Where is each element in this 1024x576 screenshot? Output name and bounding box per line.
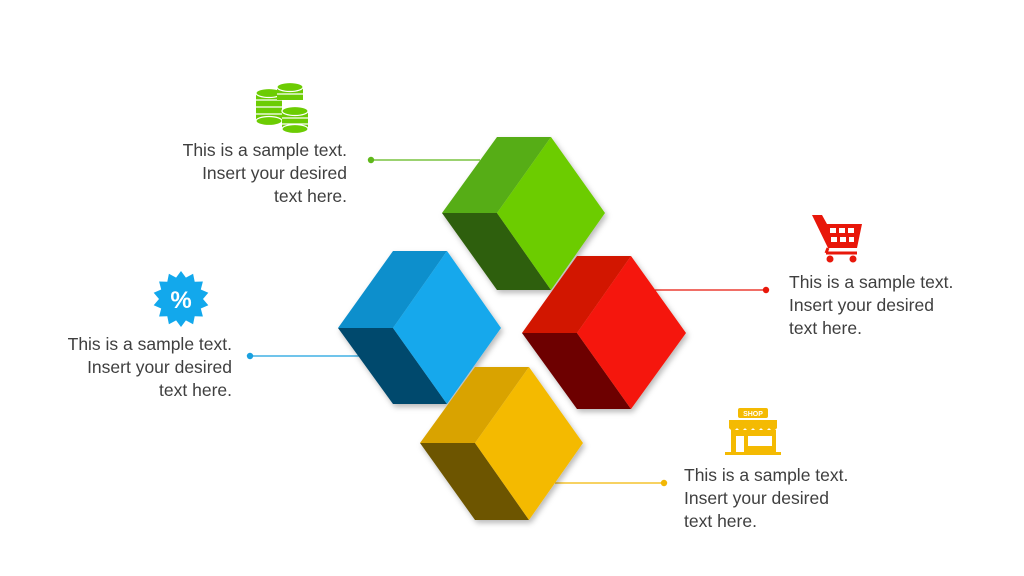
callout-line: Insert your desired [202, 163, 347, 183]
callout-line: This is a sample text. [684, 465, 849, 485]
callout-line: text here. [159, 380, 232, 400]
callout-line: text here. [684, 511, 757, 531]
cube-blue [338, 251, 501, 404]
shop-icon: SHOP [725, 408, 781, 455]
connector-green [367, 156, 480, 164]
cube-green [442, 137, 605, 290]
percent-symbol: % [170, 287, 191, 314]
shop-sign-text: SHOP [743, 411, 763, 418]
callout-text-blue: This is a sample text. Insert your desir… [31, 333, 232, 402]
callout-line: Insert your desired [684, 488, 829, 508]
connector-blue [246, 352, 360, 360]
cube-red [522, 256, 686, 409]
callout-line: This is a sample text. [789, 272, 954, 292]
connector-red [655, 286, 770, 294]
cube-yellow [420, 367, 583, 520]
callout-text-yellow: This is a sample text. Insert your desir… [684, 464, 894, 533]
callout-text-green: This is a sample text. Insert your desir… [146, 139, 347, 208]
shopping-cart-icon [812, 215, 862, 263]
callout-line: This is a sample text. [182, 140, 347, 160]
callout-line: Insert your desired [789, 295, 934, 315]
coins-icon [255, 81, 309, 135]
callout-line: text here. [789, 318, 862, 338]
callout-line: Insert your desired [87, 357, 232, 377]
callout-text-red: This is a sample text. Insert your desir… [789, 271, 999, 340]
connector-yellow [555, 479, 668, 487]
percent-badge-icon: % [153, 271, 209, 327]
callout-line: This is a sample text. [67, 334, 232, 354]
callout-line: text here. [274, 186, 347, 206]
